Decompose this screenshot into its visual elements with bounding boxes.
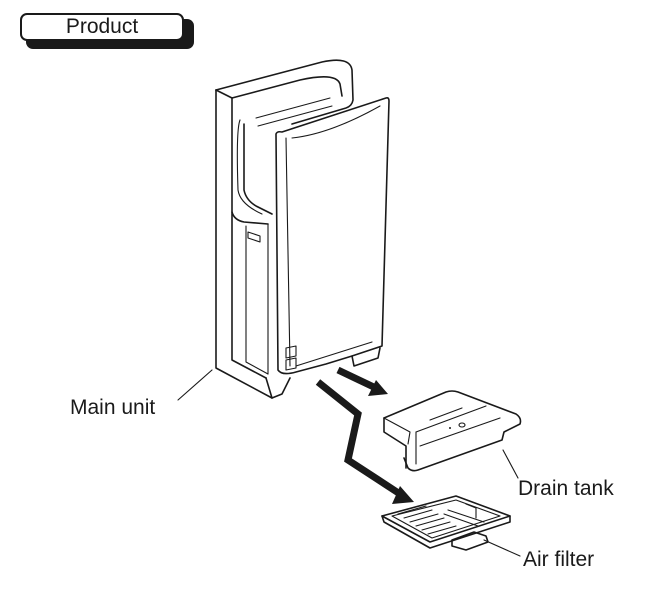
air-filter-frame-side [381,515,511,549]
removal-arrows [315,366,414,504]
main-unit-front-cover [275,97,390,375]
air-filter-mesh-lines [397,505,457,535]
main-unit-latch [247,231,261,243]
product-tag-box [20,13,184,41]
main-unit-left-edge [215,89,273,399]
main-unit-slot-inner [243,123,273,215]
drain-tank-dot [449,427,451,429]
drain-tank-groove [429,407,463,421]
main-unit-drawing [215,59,390,399]
main-unit-slot-lines [255,97,333,127]
drain-tank-cap [458,422,466,428]
air-filter-mesh-border [391,499,501,539]
air-filter-arrow-shaft [315,379,402,497]
air-filter-arrow-head [392,486,414,504]
main-unit-front-edge [285,137,291,367]
air-filter-cross-bar [443,509,485,527]
drain-tank-label: Drain tank [518,477,614,500]
main-unit-front-highlight [291,105,381,139]
drain-tank-outline [383,390,522,472]
drain-tank-corner [383,417,411,445]
main-unit-label: Main unit [70,396,156,419]
drain-tank-top-edge [415,405,487,433]
main-unit-leader [177,369,213,401]
main-unit-front-bottom-line [295,341,373,367]
drain-tank-leader [502,449,519,479]
main-unit-lower-left [231,211,267,379]
main-unit-slot-rim [236,119,263,215]
drain-tank-drawing [383,390,522,472]
main-unit-slot-top [231,76,343,99]
air-filter-leader [483,539,521,557]
air-filter-drawing [381,495,511,551]
main-unit-inner-edge [215,89,269,225]
main-unit-switches [285,345,297,371]
drain-tank-arrow-head [368,380,388,396]
drain-tank-left-side [383,417,407,469]
main-unit-window-left [245,225,269,375]
drain-tank-mid-line [419,417,501,447]
product-tag-label: Product [65,15,139,38]
main-unit-base [265,377,291,399]
air-filter-divider [465,503,477,519]
main-unit-drain-base [351,347,381,367]
main-unit-top-outline [215,59,354,125]
product-section-tag: Product [20,13,194,49]
air-filter-label: Air filter [523,548,595,571]
